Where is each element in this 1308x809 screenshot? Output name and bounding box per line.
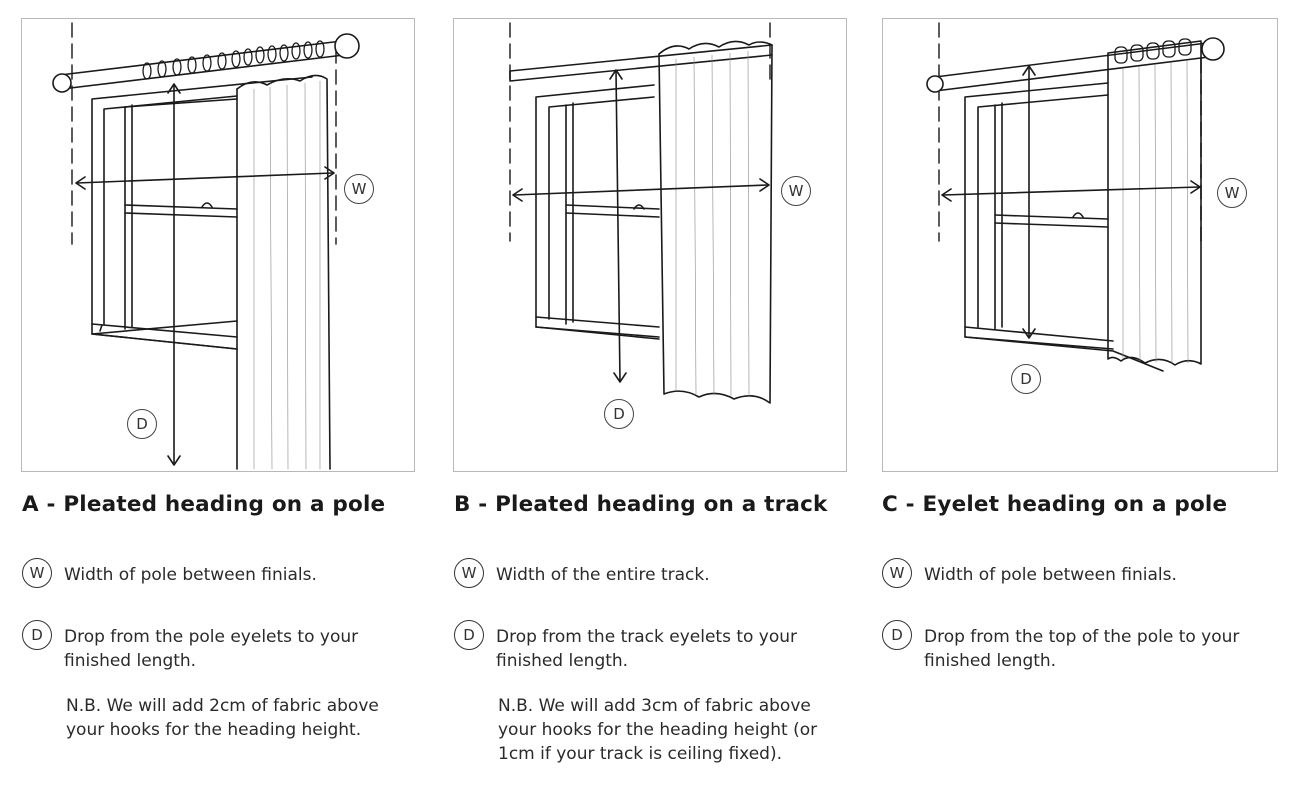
width-text: Width of pole between finials. <box>64 565 317 585</box>
drop-text: Drop from the pole eyelets to your finis… <box>64 627 359 671</box>
panel-pleated-pole: W D A - Pleated heading on a pole W Widt… <box>0 0 420 809</box>
width-text: Width of pole between finials. <box>924 565 1177 585</box>
drop-marker-icon: D <box>127 409 157 439</box>
illustration-pleated-pole: W D <box>21 18 415 472</box>
width-text: Width of the entire track. <box>496 565 710 585</box>
note-text: N.B. We will add 2cm of fabric above you… <box>66 696 379 740</box>
panel-heading: B - Pleated heading on a track <box>454 492 828 517</box>
drop-description: D Drop from the pole eyelets to your fin… <box>22 620 414 673</box>
note-text: N.B. We will add 3cm of fabric above you… <box>498 696 818 764</box>
width-badge-icon: W <box>454 558 484 588</box>
panel-eyelet-pole: W D C - Eyelet heading on a pole W Width… <box>872 0 1292 809</box>
drop-badge-icon: D <box>454 620 484 650</box>
window-curtain-track-drawing <box>509 22 773 404</box>
illustration-pleated-track: W D <box>453 18 847 472</box>
drop-description: D Drop from the track eyelets to your fi… <box>454 620 846 673</box>
width-marker-icon: W <box>1217 178 1247 208</box>
illustration-eyelet-pole: W D <box>882 18 1278 472</box>
panel-heading: A - Pleated heading on a pole <box>22 492 386 517</box>
drop-badge-icon: D <box>882 620 912 650</box>
width-marker-icon: W <box>344 174 374 204</box>
width-description: W Width of pole between finials. <box>22 558 414 588</box>
width-marker-icon: W <box>781 176 811 206</box>
panel-pleated-track: W D B - Pleated heading on a track W Wid… <box>436 0 856 809</box>
drop-marker-icon: D <box>1011 364 1041 394</box>
drop-badge-icon: D <box>22 620 52 650</box>
width-description: W Width of pole between finials. <box>882 558 1274 588</box>
drop-description: D Drop from the top of the pole to your … <box>882 620 1274 673</box>
drop-text: Drop from the top of the pole to your fi… <box>924 627 1240 671</box>
width-badge-icon: W <box>22 558 52 588</box>
drop-marker-icon: D <box>604 399 634 429</box>
width-description: W Width of the entire track. <box>454 558 846 588</box>
window-curtain-eyelet-drawing <box>926 22 1225 372</box>
panel-heading: C - Eyelet heading on a pole <box>882 492 1228 517</box>
width-badge-icon: W <box>882 558 912 588</box>
drop-text: Drop from the track eyelets to your fini… <box>496 627 798 671</box>
window-curtain-pole-drawing <box>52 22 360 470</box>
